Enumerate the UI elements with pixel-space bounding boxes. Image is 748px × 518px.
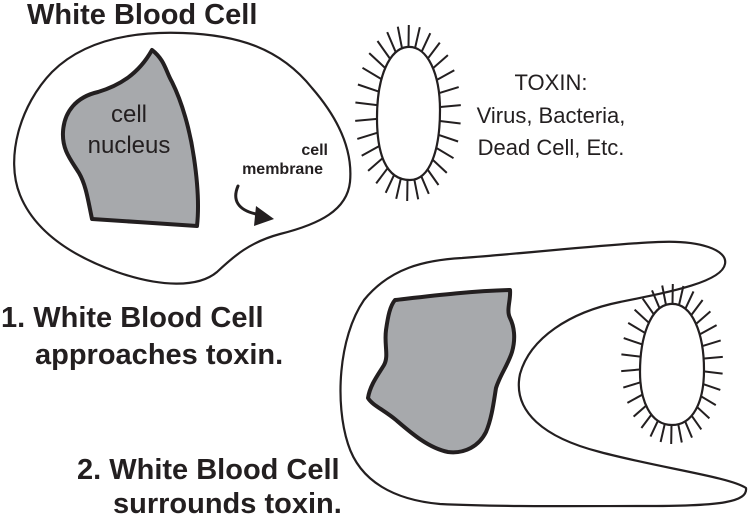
toxin-spike: [384, 172, 396, 194]
toxin-spike: [438, 119, 461, 125]
toxin-spike: [361, 144, 382, 157]
membrane-label-line2: membrane: [242, 161, 323, 178]
toxin-spike: [684, 290, 695, 311]
toxin-spike: [413, 177, 420, 200]
toxin-spike: [698, 324, 718, 336]
toxin-spike: [396, 26, 403, 49]
membrane-pointer-arrow: [234, 184, 258, 216]
toxin-types-line1: Virus, Bacteria,: [477, 103, 626, 128]
membrane-pointer-arrowhead: [254, 206, 274, 226]
toxin-spike: [689, 299, 704, 317]
toxin-spike: [641, 298, 656, 316]
toxin-spike: [357, 131, 379, 140]
membrane-label-line1: cell: [301, 142, 328, 159]
toxin-spike: [701, 339, 721, 348]
toxin-spike: [425, 41, 441, 61]
toxin-spike: [386, 31, 397, 53]
toxin-spike: [702, 370, 723, 375]
toxin-spike: [677, 422, 683, 443]
toxin-spike: [436, 133, 459, 143]
nucleus-label-line1: cell: [111, 101, 147, 128]
toxin-spike: [438, 104, 461, 109]
toxin-spike: [413, 26, 421, 49]
toxin-spike: [702, 355, 723, 360]
toxin-spike: [434, 146, 455, 160]
toxin-spike: [395, 177, 403, 200]
toxin-spike: [677, 285, 685, 306]
toxin-spike: [357, 83, 380, 93]
step-2-line2: surrounds toxin.: [113, 488, 342, 518]
toxin-spike: [651, 290, 661, 310]
toxin-spike: [355, 117, 378, 122]
toxin-spike: [368, 52, 386, 69]
toxin-spike: [700, 382, 721, 391]
toxin-spike: [437, 86, 459, 95]
toxin-1-body: [375, 45, 442, 182]
toxin-spike: [361, 66, 382, 80]
toxin-spike: [355, 101, 378, 107]
step-1-line2: approaches toxin.: [35, 339, 283, 371]
toxin-spike: [627, 322, 646, 335]
cell-nucleus-1: [60, 48, 200, 228]
step-1-line1: 1. White Blood Cell: [1, 302, 264, 334]
toxin-spike: [661, 285, 667, 306]
diagram-title: White Blood Cell: [27, 0, 257, 31]
toxin-spike: [694, 310, 712, 326]
step-2-line1: 2. White Blood Cell: [77, 454, 340, 486]
toxin-spike: [623, 380, 643, 389]
toxin-spike: [633, 308, 650, 324]
toxin-spike: [420, 32, 432, 54]
nucleus-label-line2: nucleus: [88, 132, 171, 159]
toxin-spike: [430, 54, 449, 71]
toxin-spike: [621, 368, 642, 373]
cell-nucleus-2: [366, 288, 517, 455]
toxin-heading: TOXIN:: [515, 70, 588, 95]
toxin-spike: [659, 422, 667, 443]
toxin-spike: [434, 69, 455, 82]
toxin-spike: [621, 353, 642, 358]
toxin-spike: [623, 337, 644, 346]
toxin-spike: [376, 40, 392, 60]
toxin-2-body: [638, 302, 706, 427]
toxin-types-line2: Dead Cell, Etc.: [478, 135, 625, 160]
